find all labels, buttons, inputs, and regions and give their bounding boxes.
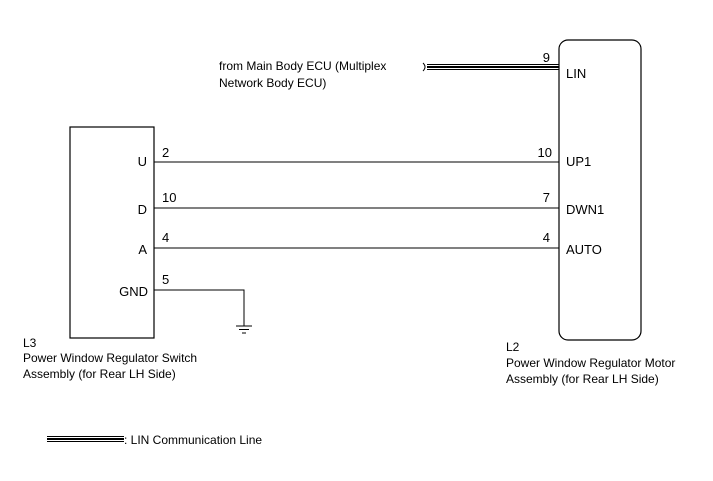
switch-assembly-box: [69, 126, 155, 339]
left-component-id: L3: [23, 336, 37, 350]
pin-number-a: 4: [162, 230, 169, 245]
pin-number-up1: 10: [538, 145, 552, 160]
terminal-label-up1: UP1: [566, 154, 591, 169]
right-component-name-line1: Power Window Regulator Motor: [506, 356, 675, 370]
right-component-id: L2: [506, 340, 520, 354]
left-component-name-line1: Power Window Regulator Switch: [23, 351, 197, 365]
source-label-line2: Network Body ECU): [219, 76, 326, 90]
lin-line-legend-icon: [47, 436, 124, 442]
terminal-label-d: D: [138, 202, 147, 217]
motor-assembly-box: [558, 39, 642, 341]
right-component-name-line2: Assembly (for Rear LH Side): [506, 372, 659, 386]
lin-bus-wire: [422, 62, 559, 72]
terminal-label-gnd: GND: [119, 284, 148, 299]
pin-number-lin: 9: [543, 50, 550, 65]
pin-number-gnd: 5: [162, 272, 169, 287]
legend-text: : LIN Communication Line: [124, 433, 262, 447]
terminal-label-auto: AUTO: [566, 242, 602, 257]
pin-number-u: 2: [162, 145, 169, 160]
terminal-label-u: U: [138, 154, 147, 169]
left-component-name-line2: Assembly (for Rear LH Side): [23, 367, 176, 381]
wire-gnd: [154, 289, 245, 326]
pin-number-auto: 4: [543, 230, 550, 245]
terminal-label-a: A: [138, 242, 147, 257]
source-label-line1: from Main Body ECU (Multiplex: [219, 59, 386, 73]
ground-icon: [236, 325, 252, 334]
pin-number-d: 10: [162, 190, 176, 205]
terminal-label-dwn1: DWN1: [566, 202, 604, 217]
pin-number-dwn1: 7: [543, 190, 550, 205]
terminal-label-lin: LIN: [566, 66, 586, 81]
